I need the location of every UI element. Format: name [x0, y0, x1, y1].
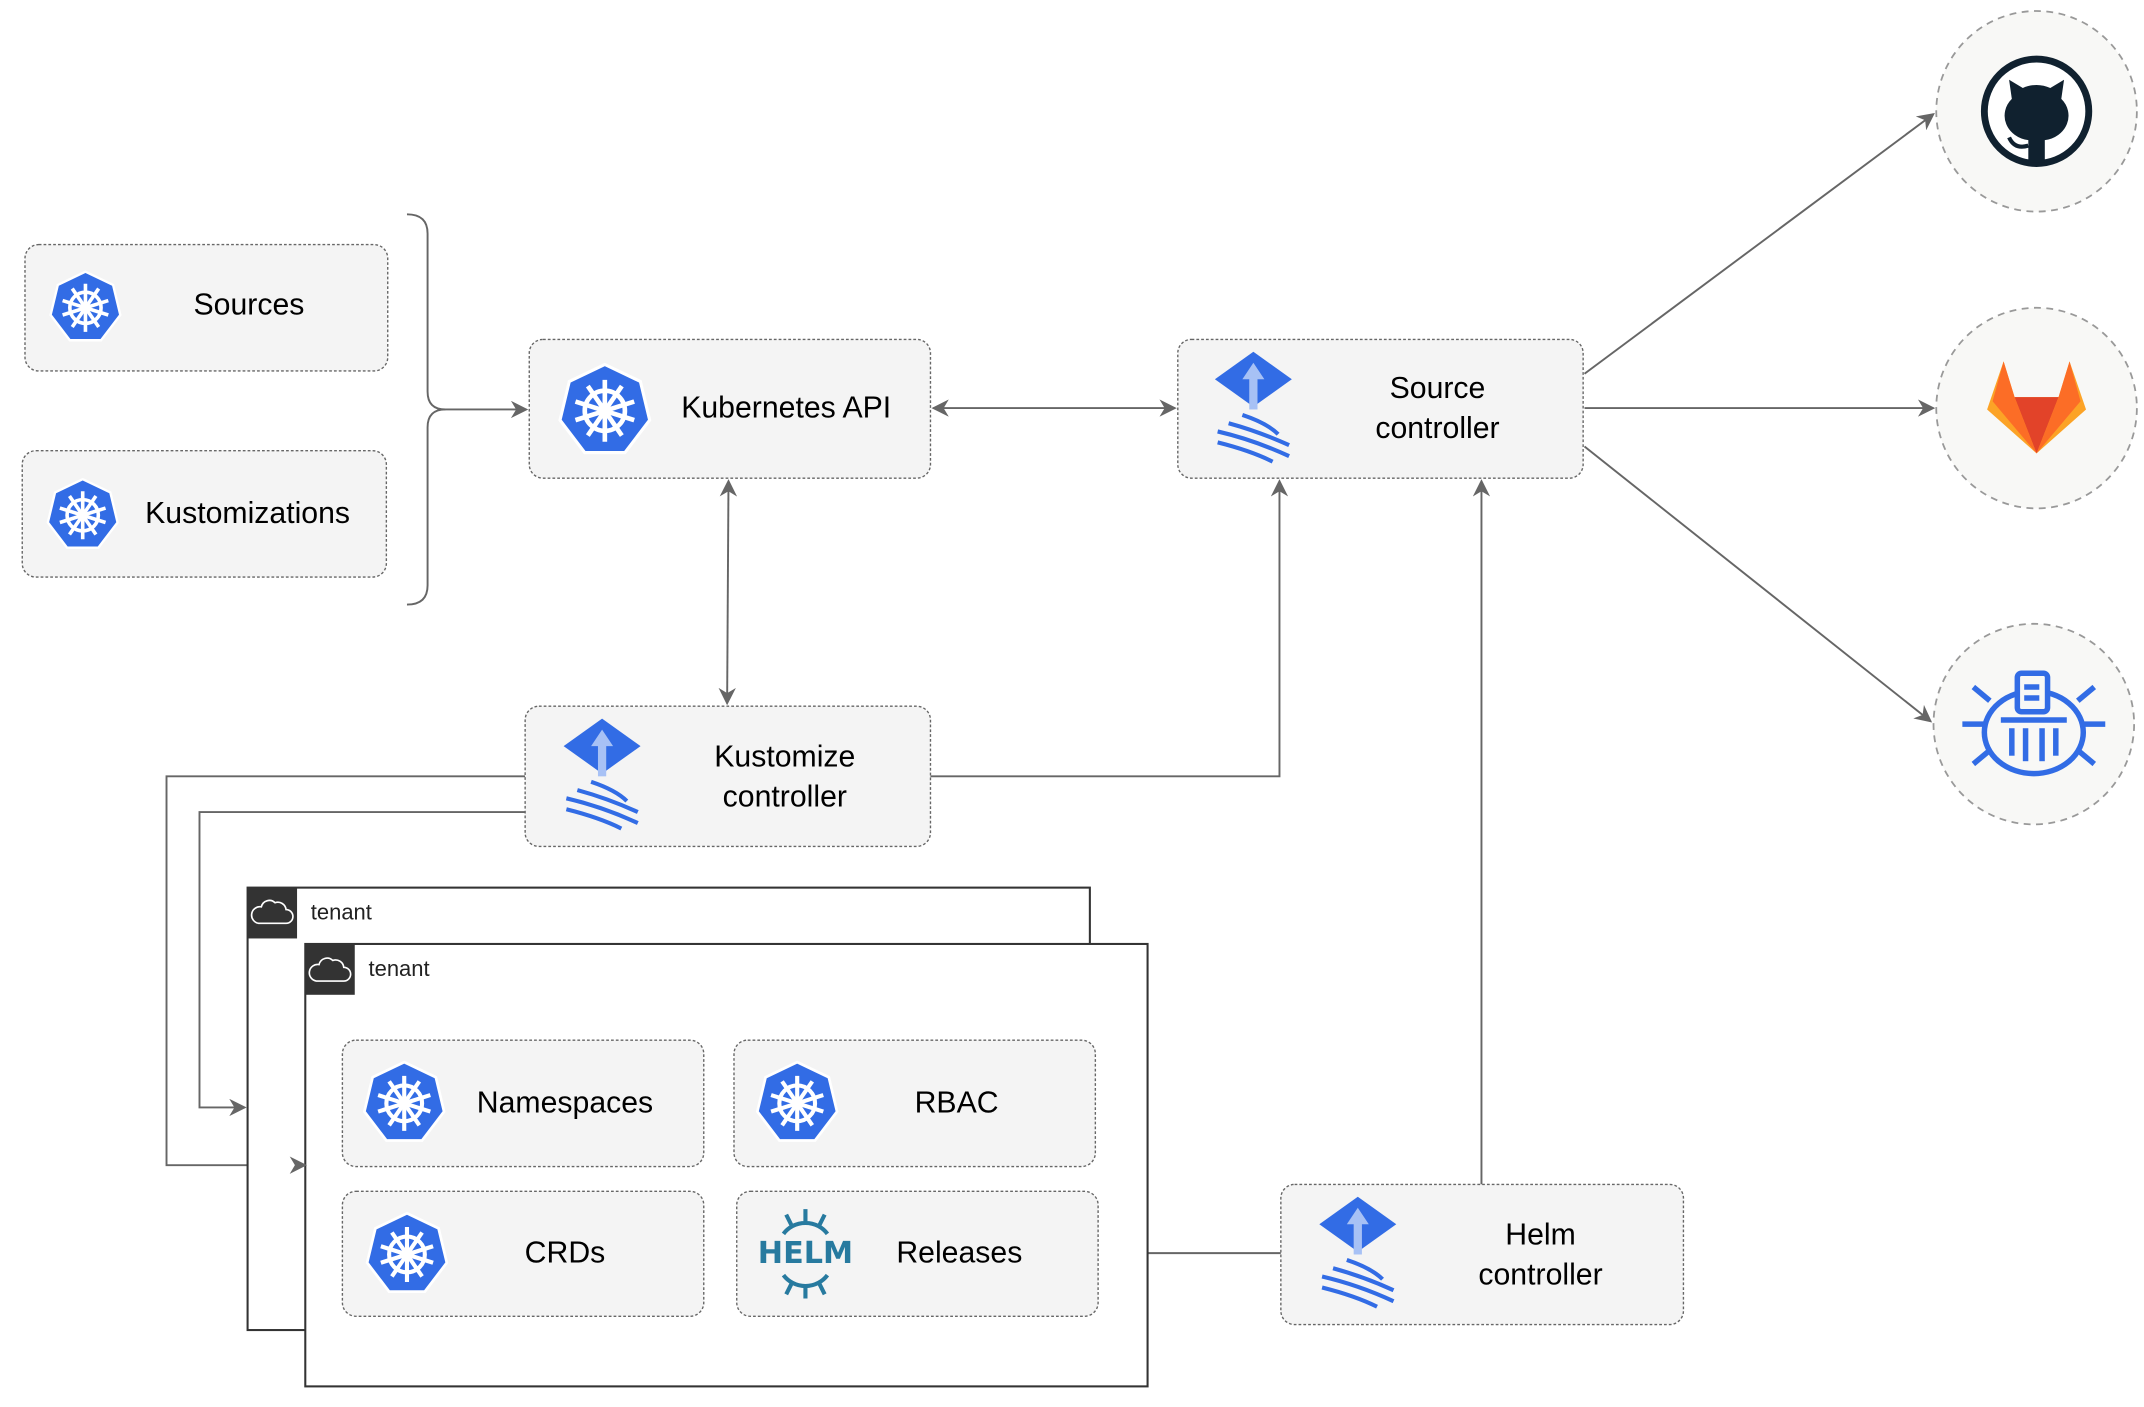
tenant-label: tenant — [311, 900, 372, 925]
github-source[interactable] — [1935, 10, 2138, 213]
crds-label: CRDs — [525, 1236, 606, 1269]
kustomize-controller-node[interactable]: Kustomize controller — [524, 705, 932, 848]
releases-label: Releases — [896, 1236, 1022, 1269]
crds-node[interactable]: CRDs — [341, 1190, 705, 1318]
cloud-icon — [250, 899, 294, 925]
edge-kustomize-tenant-front — [165, 775, 526, 1174]
rbac-label: RBAC — [915, 1087, 999, 1120]
helm-logo-text: HELM — [758, 1236, 853, 1271]
namespaces-label: Namespaces — [477, 1087, 653, 1120]
kustomize-controller-label-2: controller — [723, 780, 847, 813]
bracket-edge — [406, 213, 529, 419]
gitlab-source[interactable] — [1935, 306, 2138, 510]
tenant-label: tenant — [369, 956, 430, 981]
helm-icon: HELM — [758, 1209, 853, 1299]
kustomize-controller-label-1: Kustomize — [714, 740, 855, 773]
helm-controller-label-2: controller — [1478, 1258, 1602, 1291]
namespaces-node[interactable]: Namespaces — [341, 1039, 705, 1168]
sources-label: Sources — [194, 288, 305, 321]
gitlab-icon — [1987, 361, 2087, 454]
edge-api-kustomize — [718, 479, 738, 706]
cloud-icon — [308, 957, 352, 982]
kubernetes-api-node[interactable]: Kubernetes API — [528, 338, 932, 479]
kustomizations-label: Kustomizations — [145, 497, 350, 530]
bucket-icon — [1962, 670, 2106, 777]
kustomizations-node[interactable]: Kustomizations — [21, 449, 388, 578]
releases-node[interactable]: HELM Releases — [736, 1190, 1099, 1318]
source-controller-node[interactable]: Source controller — [1177, 338, 1584, 479]
sources-node[interactable]: Sources — [24, 243, 389, 372]
kubernetes-api-label: Kubernetes API — [681, 391, 891, 424]
edge-kustomize-tenant-back — [198, 811, 526, 1117]
helm-controller-node[interactable]: Helm controller — [1280, 1183, 1685, 1326]
helm-controller-label-1: Helm — [1505, 1219, 1576, 1252]
github-icon — [1980, 55, 2093, 167]
bracket-lower — [406, 408, 446, 606]
edge-source-bucket — [1583, 445, 1933, 723]
edge-source-github — [1583, 113, 1935, 375]
source-controller-label-2: controller — [1375, 412, 1499, 445]
rbac-node[interactable]: RBAC — [733, 1039, 1097, 1168]
edge-kustomize-source — [930, 479, 1289, 778]
bucket-source[interactable] — [1932, 622, 2136, 826]
source-controller-label-1: Source — [1390, 372, 1486, 405]
